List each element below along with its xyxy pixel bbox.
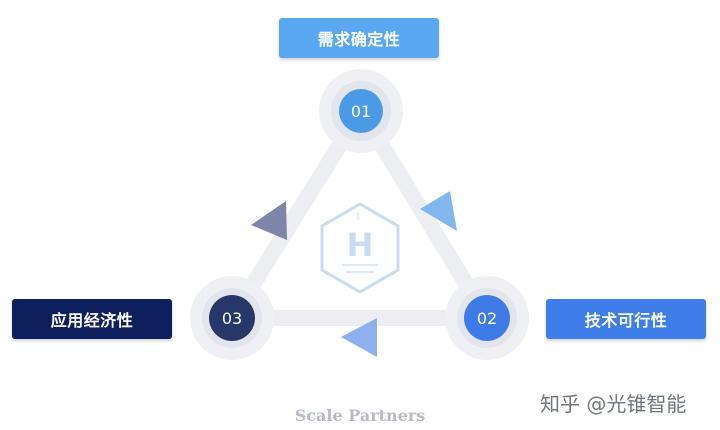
arrow-left-edge-icon	[251, 201, 287, 240]
hydrogen-emblem-icon: 1 H	[320, 202, 400, 294]
emblem-number: 1	[355, 212, 360, 221]
node-02: 02	[445, 276, 529, 360]
node-02-label: 02	[477, 309, 497, 328]
emblem-symbol: H	[347, 226, 374, 264]
node-01-label: 01	[351, 102, 371, 121]
arrow-bottom-edge-icon	[341, 318, 377, 357]
zhihu-watermark: 知乎 @光锥智能	[540, 392, 687, 416]
label-demand-certainty: 需求确定性	[279, 18, 439, 58]
label-technical-feasibility: 技术可行性	[546, 299, 706, 339]
brand-footer: Scale Partners	[294, 406, 426, 425]
node-03-label: 03	[222, 309, 242, 328]
node-01: 01	[319, 69, 403, 153]
arrow-right-edge-icon	[420, 191, 457, 231]
label-application-economics: 应用经济性	[12, 299, 172, 339]
node-03: 03	[190, 276, 274, 360]
